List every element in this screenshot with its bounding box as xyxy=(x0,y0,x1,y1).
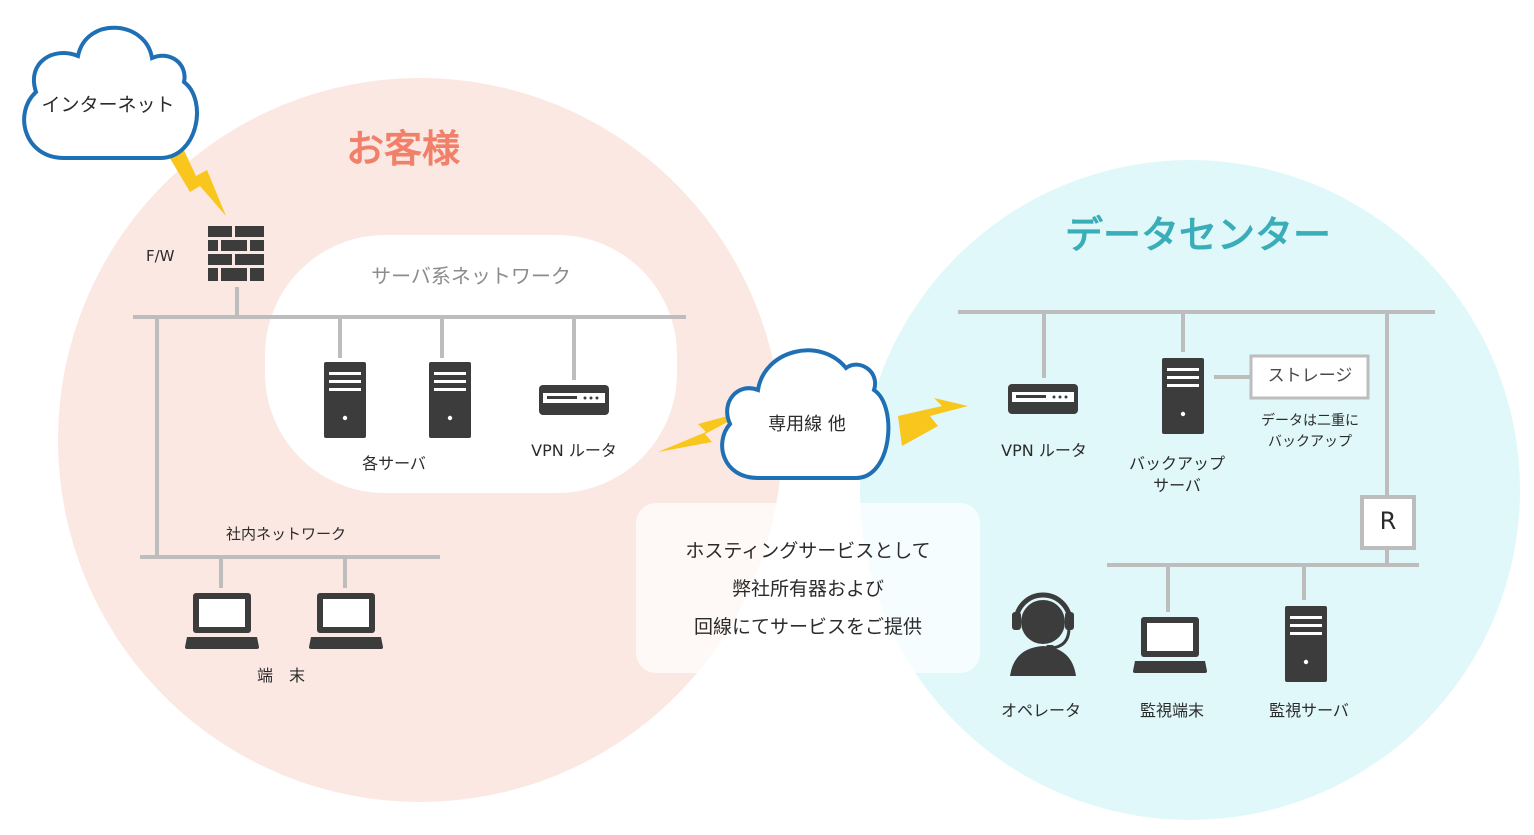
lightning-bolt-icon xyxy=(898,398,968,446)
laptop-icon xyxy=(1133,617,1207,673)
laptop-icon xyxy=(309,593,383,649)
storage-note-line: データは二重に xyxy=(1261,413,1359,429)
cloud-icon xyxy=(720,348,891,480)
laptop-icon xyxy=(185,593,259,649)
internet-label: インターネット xyxy=(41,94,175,116)
hosting-note-line: 弊社所有器および xyxy=(731,578,885,600)
server-tower-icon xyxy=(324,362,366,438)
monitor-server-label: 監視サーバ xyxy=(1269,701,1349,720)
terminals-label: 端 末 xyxy=(256,666,306,685)
hosting-note-line: 回線にてサービスをご提供 xyxy=(693,616,923,638)
router-r-label: R xyxy=(1379,507,1397,535)
hosting-note-line: ホスティングサービスとして xyxy=(685,540,931,562)
server-tower-icon xyxy=(429,362,471,438)
server-network-zone xyxy=(265,235,677,493)
datacenter-title: データセンター xyxy=(1064,213,1332,257)
server-network-label: サーバ系ネットワーク xyxy=(371,264,571,288)
datacenter-network-lines xyxy=(958,310,1435,612)
router-icon xyxy=(1008,384,1078,414)
lightning-bolt-icon xyxy=(168,146,226,216)
cloud-icon xyxy=(22,25,199,160)
leased-line-label: 専用線 他 xyxy=(768,414,846,435)
monitor-terminal-label: 監視端末 xyxy=(1139,701,1205,720)
customer-network-lines xyxy=(133,287,686,588)
storage-label: ストレージ xyxy=(1267,366,1353,386)
customer-vpn-label: VPN ルータ xyxy=(531,441,617,460)
storage-note-line: バックアップ xyxy=(1268,434,1352,450)
hosting-note-box xyxy=(636,503,980,673)
operator-label: オペレータ xyxy=(1000,701,1082,720)
dc-vpn-label: VPN ルータ xyxy=(1001,441,1087,460)
backup-server-label: バックアップ xyxy=(1128,454,1226,473)
server-tower-icon xyxy=(1162,358,1204,434)
router-r-box xyxy=(1360,495,1416,550)
customer-servers-label: 各サーバ xyxy=(362,454,426,473)
router-icon xyxy=(539,385,609,415)
backup-server-label: サーバ xyxy=(1153,476,1201,495)
storage-box xyxy=(1249,354,1370,400)
server-tower-icon xyxy=(1285,606,1327,682)
firewall-label: F/W xyxy=(146,247,175,265)
headset-operator-icon xyxy=(1010,592,1076,676)
brick-wall-icon xyxy=(208,226,264,281)
customer-title: お客様 xyxy=(345,127,461,171)
internal-network-label: 社内ネットワーク xyxy=(225,525,347,543)
